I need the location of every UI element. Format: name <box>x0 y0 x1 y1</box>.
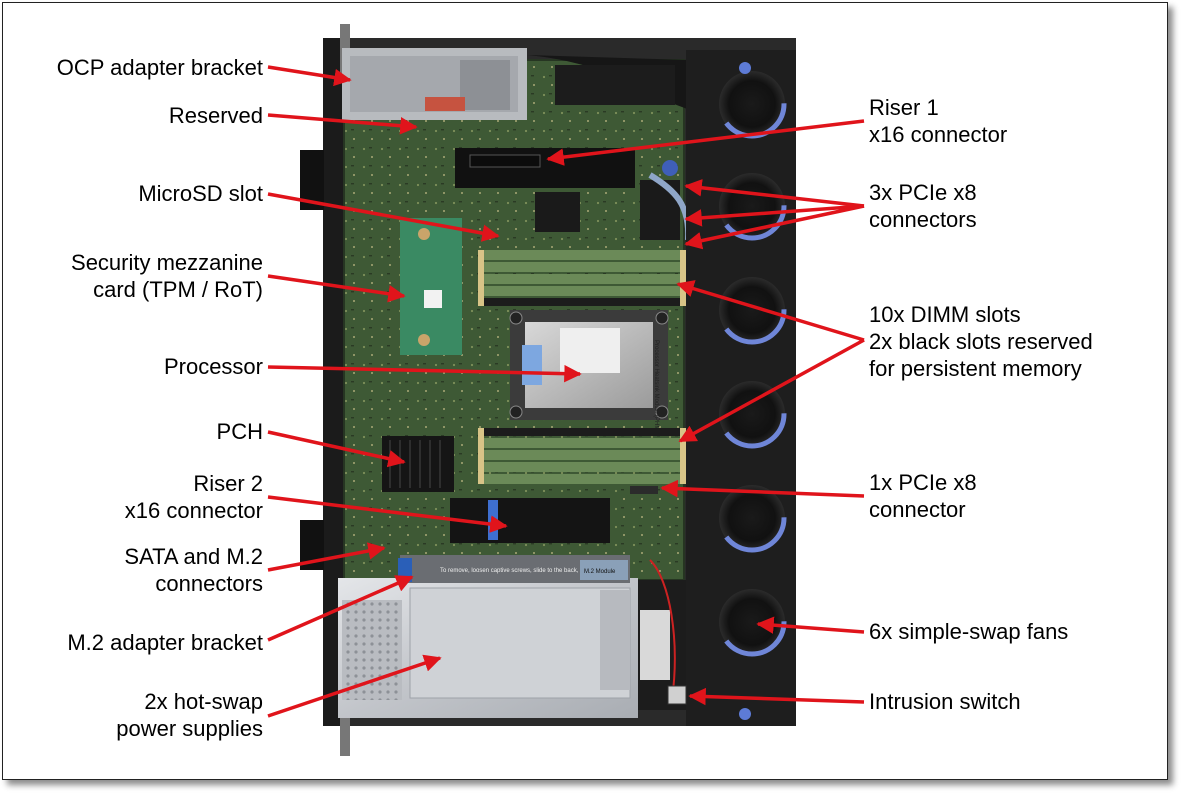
arrow-pch <box>267 430 406 468</box>
heatsink-label: Processor Heatsink Module (PHM) <box>653 340 659 432</box>
dimm-bank-lower <box>478 428 686 484</box>
arrow-riser2 <box>267 495 508 533</box>
arrow-microsd <box>267 192 500 242</box>
fans <box>717 69 787 657</box>
arrow-processor <box>267 364 582 383</box>
label-reserved: Reserved <box>168 103 263 128</box>
label-intrusion-switch: Intrusion switch <box>869 689 1021 714</box>
arrow-pcie-1 <box>684 179 865 208</box>
arrow-dimm-1 <box>676 280 865 342</box>
label-ocp-bracket: OCP adapter bracket <box>56 55 263 80</box>
arrow-pcie-3 <box>684 204 865 250</box>
arrow-security-card <box>267 274 406 303</box>
label-m2-bracket: M.2 adapter bracket <box>67 630 263 655</box>
arrow-intrusion <box>688 687 865 706</box>
arrow-pcie-single <box>660 479 865 498</box>
arrow-m2-bracket <box>267 575 414 642</box>
m2-tag: M.2 Module <box>584 569 616 575</box>
dimm-bank-upper <box>478 250 686 306</box>
label-microsd-slot: MicroSD slot <box>138 181 263 206</box>
arrow-dimm-2 <box>678 338 865 443</box>
arrow-sata-m2 <box>267 542 386 572</box>
arrow-psu <box>267 654 442 718</box>
arrow-reserved <box>267 113 418 135</box>
security-mezzanine-card <box>400 218 462 355</box>
arrow-pcie-2 <box>684 204 865 227</box>
arrow-ocp <box>267 65 352 87</box>
rear-panel <box>323 38 345 726</box>
intrusion-switch-part <box>667 685 687 705</box>
riser1-connector <box>469 154 541 168</box>
label-pch: PCH <box>216 419 263 444</box>
arrow-riser1 <box>546 119 865 166</box>
label-processor: Processor <box>163 354 263 379</box>
riser2-connector <box>450 498 610 543</box>
label-fans: 6x simple-swap fans <box>869 619 1069 644</box>
psu-tag: To remove, loosen captive screws, slide … <box>440 568 600 574</box>
arrow-fans <box>756 616 865 634</box>
